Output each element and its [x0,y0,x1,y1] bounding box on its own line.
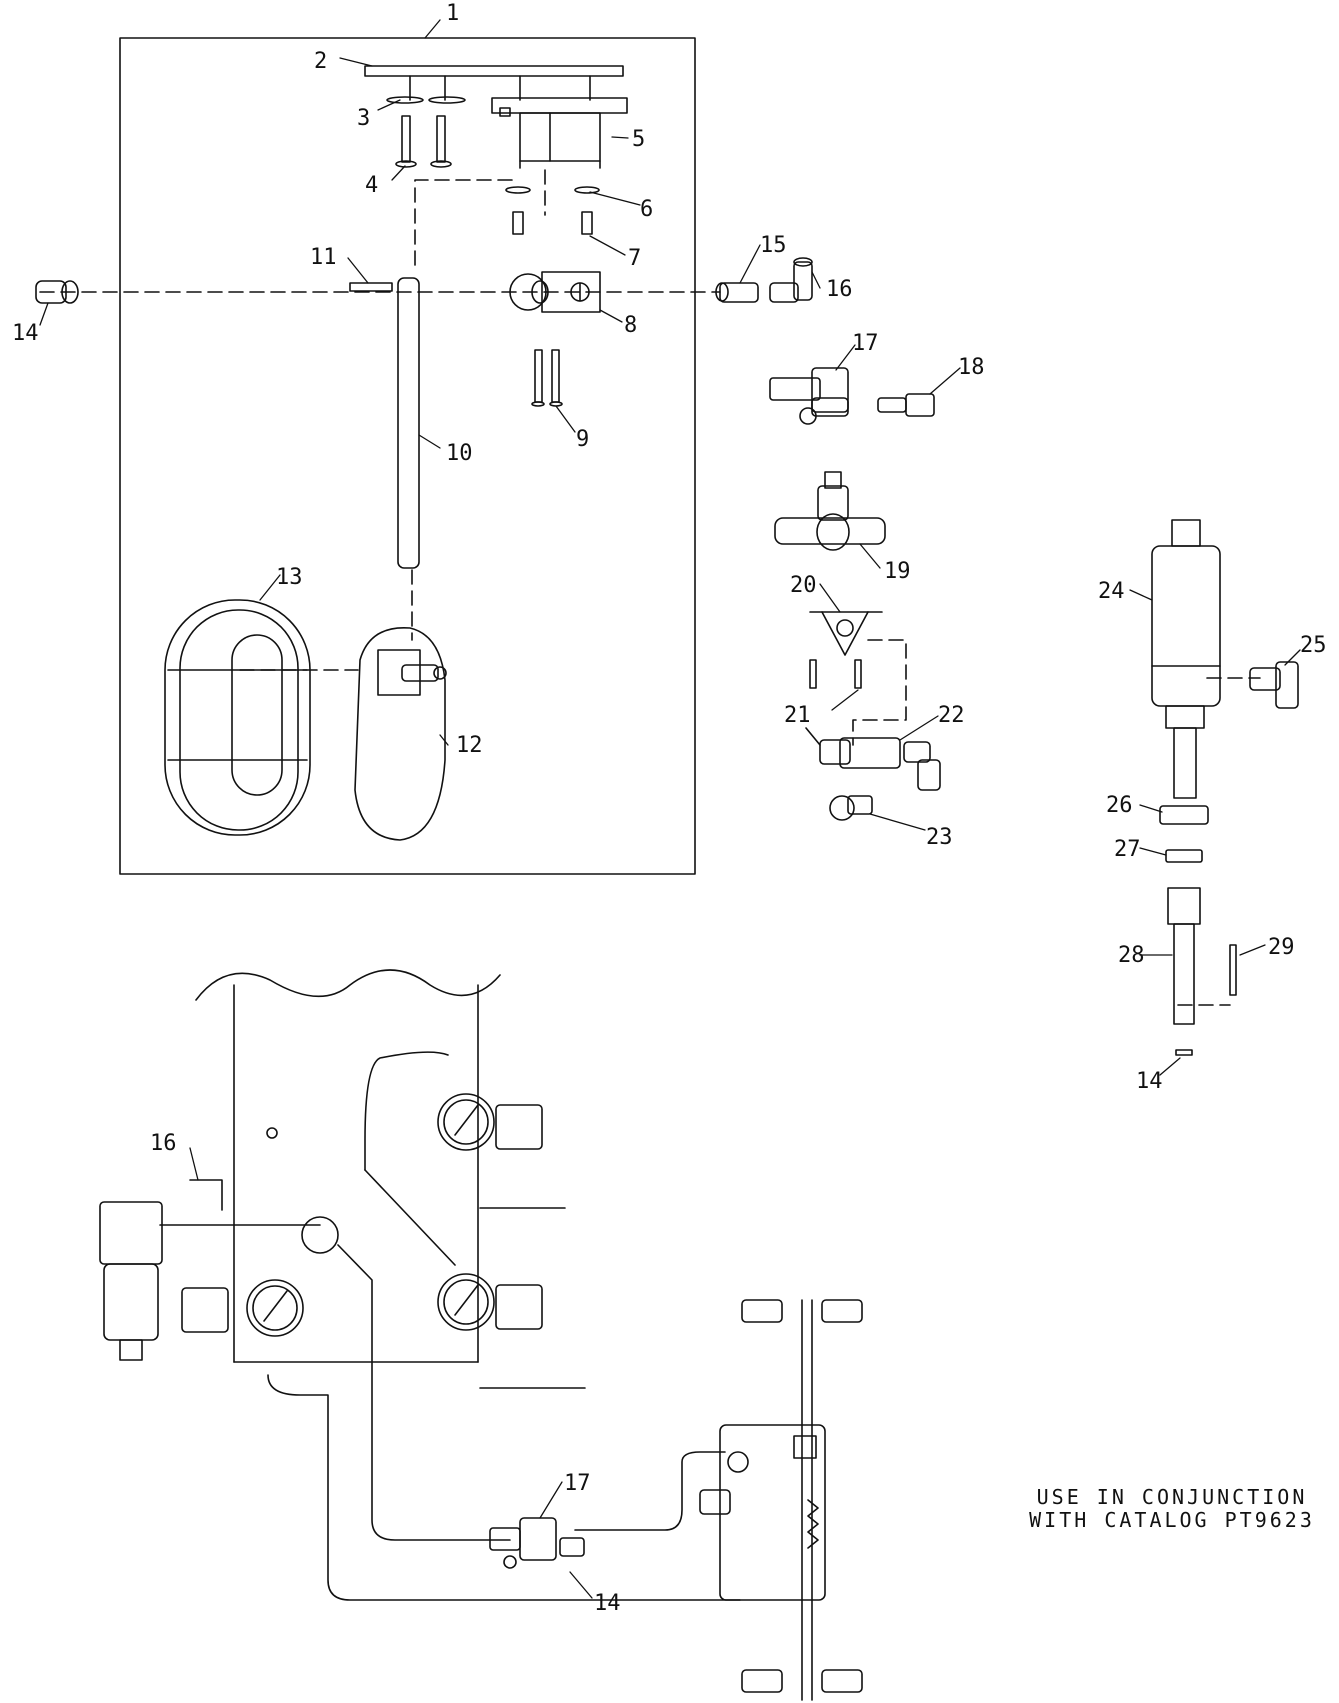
callout-26: 27 [1114,837,1141,862]
callout-6: 6 [640,197,653,222]
callout-10: 10 [446,441,473,466]
callout-1: 1 [446,1,459,26]
callout-28: 29 [1268,935,1295,960]
callout-17-lower: 14 [594,1591,621,1616]
leader-lines [39,19,1301,1599]
callout-17: 18 [958,355,985,380]
gauges [181,1093,543,1337]
usage-note-line-1: USE IN CONJUNCTION [1036,1485,1308,1509]
cylinder-block [491,97,628,169]
callout-14-right: 16 [826,277,853,302]
callout-29: 14 [1136,1069,1163,1094]
callout-27: 28 [1118,943,1145,968]
callout-25: 26 [1106,793,1133,818]
callout-19: 20 [790,573,817,598]
fittings-22 [829,795,873,821]
usage-note-line-2: WITH CATALOG PT9623 [1029,1508,1315,1532]
oval-guard [164,599,311,836]
callout-16-lower: 17 [564,1471,591,1496]
valve-assembly [699,1299,863,1701]
pin [349,282,393,292]
callout-20: 21 [784,703,811,728]
assembly-lines [39,169,1261,1006]
callout-13: 13 [276,565,303,590]
assembly-frame [119,37,696,875]
long-screws [531,349,563,407]
air-lines [159,1051,741,1601]
tee-valve-18 [774,471,886,551]
toggle-valve-21 [805,727,941,791]
elbow-fitting-24 [1249,661,1299,709]
paddle [354,627,447,841]
callout-2: 2 [314,49,327,74]
screws-20 [809,659,862,689]
bracket-19 [809,611,883,656]
mounting-plate [364,65,624,101]
callout-22: 23 [926,825,953,850]
callout-3: 3 [357,106,370,131]
callout-15: 15 [760,233,787,258]
clevis-block [509,271,601,313]
washers-and-screws [386,96,466,168]
panel-outline [195,969,501,1363]
callout-12: 12 [456,733,483,758]
flow-control-lower [489,1517,585,1569]
callout-11: 11 [310,245,337,270]
usage-note: USE IN CONJUNCTION WITH CATALOG PT9623 [1012,1486,1332,1532]
callout-21: 22 [938,703,965,728]
union-17 [877,393,935,417]
callout-16: 17 [852,331,879,356]
filter-bowl [99,1201,163,1361]
small-screws [505,186,600,235]
callout-9: 9 [576,427,589,452]
callout-labels: 1 2 3 4 5 6 7 8 9 10 11 12 13 14 15 16 1… [12,1,1327,1616]
callout-18: 19 [884,559,911,584]
callout-7: 7 [628,246,641,271]
elbow-fitting-left [35,280,79,304]
flow-control-16 [769,367,849,425]
rod [397,277,420,569]
callout-5: 5 [632,127,645,152]
callout-14-lower: 16 [150,1131,177,1156]
callout-24: 25 [1300,633,1327,658]
callout-14-left: 14 [12,321,39,346]
callout-4: 4 [365,173,378,198]
callout-8: 8 [624,313,637,338]
coupler-and-elbow [715,257,813,303]
callout-23: 24 [1098,579,1125,604]
air-cylinder [1151,519,1237,1056]
